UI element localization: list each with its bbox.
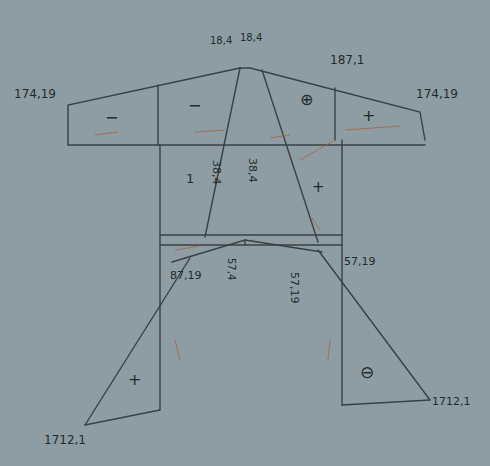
- moment-value: 57,19: [289, 272, 300, 304]
- moment-value: 87,19: [170, 270, 202, 281]
- moment-value: 18,4: [210, 36, 232, 46]
- sign-mark: +: [128, 372, 141, 388]
- moment-value: 1712,1: [44, 434, 86, 446]
- sign-mark: −: [105, 110, 118, 126]
- force-arrows: [95, 126, 400, 360]
- moment-value: 18,4: [240, 33, 262, 43]
- moment-value: 1712,1: [432, 396, 471, 407]
- moment-value: 38,4: [211, 160, 222, 185]
- sign-mark: ⊕: [300, 92, 313, 108]
- moment-value: 1: [186, 172, 194, 185]
- moment-value: 174,19: [416, 88, 458, 100]
- sign-mark: ⊖: [360, 364, 374, 381]
- moment-value: 38,4: [247, 158, 258, 183]
- sign-mark: +: [312, 180, 325, 195]
- sign-mark: −: [188, 98, 201, 114]
- moment-value: 174,19: [14, 88, 56, 100]
- moment-value: 57,19: [344, 256, 376, 267]
- moment-value: 187,1: [330, 54, 364, 66]
- moment-value: 57,4: [226, 258, 236, 280]
- sign-mark: +: [362, 108, 375, 124]
- frame-outline: [68, 68, 430, 425]
